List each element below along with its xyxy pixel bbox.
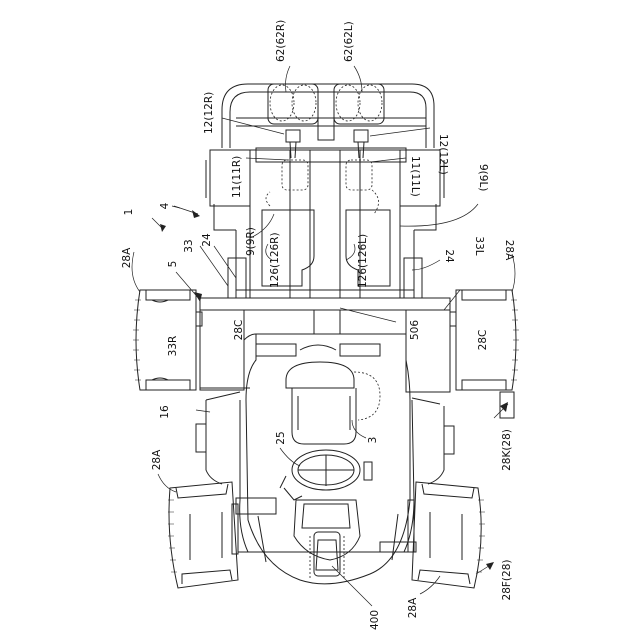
- svg-text:33: 33: [183, 239, 195, 252]
- operator-seat: [286, 362, 380, 444]
- svg-text:5: 5: [167, 261, 179, 268]
- svg-text:12(12L): 12(12L): [437, 134, 449, 175]
- front-center-bracket: [318, 118, 334, 140]
- label-28a-top-left: 28A: [121, 247, 133, 268]
- steering-wheel: [280, 450, 372, 500]
- svg-text:12(12R): 12(12R): [203, 92, 215, 134]
- label-28k: 28K(28): [501, 429, 513, 471]
- label-28a-bottom-left: 28A: [151, 449, 163, 470]
- unit-11-right: [282, 160, 308, 190]
- label-9l: 9(9L): [477, 164, 489, 191]
- label-12r: 12(12R): [203, 92, 215, 134]
- tire-rear-right: [133, 290, 196, 390]
- svg-text:62(62L): 62(62L): [343, 21, 355, 62]
- svg-text:28A: 28A: [121, 247, 133, 268]
- front-axle-supports: [228, 258, 422, 298]
- svg-text:11(11L): 11(11L): [409, 156, 421, 197]
- svg-text:9(9L): 9(9L): [477, 164, 489, 191]
- svg-text:3: 3: [367, 437, 379, 444]
- label-3: 3: [367, 437, 379, 444]
- cross-frame: [200, 298, 450, 392]
- label-9r: 9(9R): [245, 227, 257, 256]
- label-126l: 126(126L): [357, 234, 369, 288]
- svg-text:126(126L): 126(126L): [357, 234, 369, 288]
- label-28c-right: 28C: [233, 320, 245, 341]
- label-62r: 62(62R): [275, 20, 287, 62]
- label-28f: 28F(28): [501, 560, 513, 601]
- label-33l: 33L: [473, 236, 485, 255]
- label-126r: 126(126R): [269, 232, 281, 288]
- svg-text:28F(28): 28F(28): [501, 560, 513, 601]
- svg-text:1: 1: [123, 209, 135, 216]
- pedals-and-steps: [232, 498, 416, 562]
- svg-text:62(62R): 62(62R): [275, 20, 287, 62]
- leader-lines: [132, 66, 515, 606]
- svg-text:9(9R): 9(9R): [245, 227, 257, 256]
- svg-text:25: 25: [275, 431, 287, 444]
- label-16: 16: [159, 405, 171, 419]
- svg-text:126(126R): 126(126R): [269, 232, 281, 288]
- label-11l: 11(11L): [409, 156, 421, 197]
- svg-text:11(11R): 11(11R): [231, 156, 243, 198]
- label-12l: 12(12L): [437, 134, 449, 175]
- label-400: 400: [369, 610, 381, 630]
- label-28a-top-right: 28A: [503, 240, 515, 261]
- operator-platform: [196, 334, 454, 584]
- svg-text:16: 16: [159, 405, 171, 419]
- svg-text:28A: 28A: [151, 449, 163, 470]
- label-24-left: 24: [443, 249, 455, 263]
- label-506: 506: [409, 320, 421, 340]
- fender-right: [196, 310, 256, 390]
- label-24-right: 24: [201, 233, 213, 247]
- label-5: 5: [167, 261, 179, 268]
- svg-text:4: 4: [159, 202, 171, 209]
- label-25: 25: [275, 431, 287, 444]
- svg-text:28C: 28C: [233, 320, 245, 341]
- hood-cowl-lower: [294, 500, 360, 578]
- instrument-panel: [256, 344, 380, 356]
- svg-text:33R: 33R: [167, 336, 179, 357]
- label-62l: 62(62L): [343, 21, 355, 62]
- svg-text:28C: 28C: [477, 330, 489, 351]
- tire-front-right: [168, 482, 238, 588]
- sensor-unit-left: [354, 130, 368, 158]
- tire-rear-left: [456, 290, 519, 418]
- svg-text:24: 24: [201, 233, 213, 247]
- label-33r: 33R: [167, 336, 179, 357]
- sensor-unit-right: [286, 130, 300, 158]
- svg-text:28A: 28A: [503, 240, 515, 261]
- label-4: 4: [159, 202, 171, 209]
- svg-text:24: 24: [443, 249, 455, 263]
- label-11r: 11(11R): [231, 156, 243, 198]
- svg-text:33L: 33L: [473, 236, 485, 255]
- label-28c-left: 28C: [477, 330, 489, 351]
- label-28a-bottom-right: 28A: [407, 597, 419, 618]
- label-33: 33: [183, 239, 195, 252]
- tire-front-left: [412, 482, 485, 588]
- svg-text:28A: 28A: [407, 597, 419, 618]
- svg-text:400: 400: [369, 610, 381, 630]
- svg-text:506: 506: [409, 320, 421, 340]
- label-1: 1: [123, 209, 135, 216]
- svg-text:28K(28): 28K(28): [501, 429, 513, 471]
- unit-11-left: [346, 160, 372, 190]
